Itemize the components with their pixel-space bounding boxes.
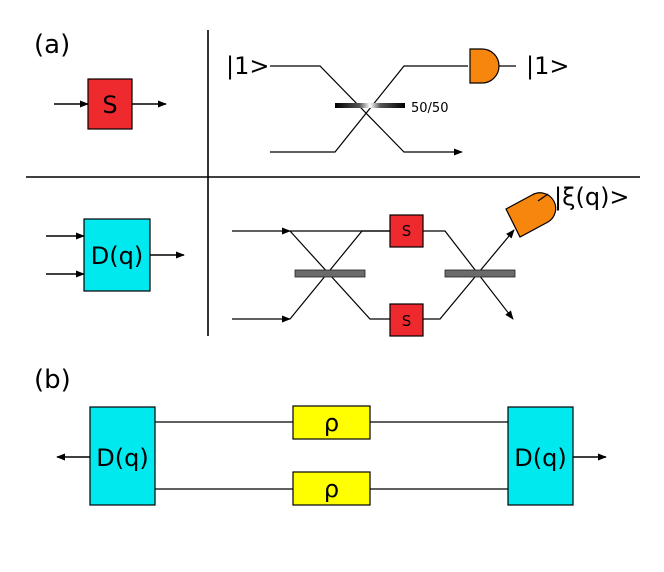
- d-box-right: [507, 406, 574, 506]
- d-box-element: D(q): [46, 218, 185, 292]
- hom-input-state: |1>: [226, 52, 269, 80]
- panel-b-circuit: D(q) D(q) ρ ρ: [56, 405, 607, 506]
- hom-detector: [469, 48, 500, 84]
- panel-b-label: (b): [34, 365, 71, 395]
- s-box: [87, 78, 133, 130]
- mz-beam-splitter-1: [294, 269, 366, 278]
- rho-box-top-label: ρ: [324, 409, 339, 437]
- d-box-left-label: D(q): [96, 444, 148, 472]
- phase-box-top: [389, 214, 424, 248]
- mz-cross-1a: [289, 230, 390, 320]
- s-box-element: S: [54, 78, 167, 130]
- rho-box-top: [292, 405, 371, 440]
- hom-input-path-top: [270, 65, 463, 156]
- panel-a-label: (a): [34, 30, 70, 60]
- hom-setup: |1> 50/50 |1>: [226, 48, 569, 156]
- mz-path-bottom-out: [423, 229, 515, 320]
- interferometer: S S |ξ(q)>: [232, 183, 630, 337]
- mz-beam-splitter-2: [444, 269, 516, 278]
- phase-box-bottom: [389, 303, 424, 337]
- hom-output-state: |1>: [526, 52, 569, 80]
- d-box-label: D(q): [91, 242, 143, 270]
- mz-detector: [505, 192, 557, 238]
- hom-beam-splitter: [335, 103, 405, 108]
- phase-box-bottom-label: S: [402, 312, 412, 330]
- rho-box-bottom-label: ρ: [324, 475, 339, 503]
- mz-path-top-out: [423, 230, 514, 320]
- s-box-label: S: [102, 91, 117, 119]
- d-box-left: [89, 406, 156, 506]
- d-box: [83, 218, 151, 292]
- mz-cross-1b: [289, 230, 390, 320]
- d-box-right-label: D(q): [514, 444, 566, 472]
- phase-box-top-label: S: [402, 222, 412, 240]
- hom-splitter-label: 50/50: [411, 101, 448, 116]
- rho-box-bottom: [292, 471, 371, 506]
- hom-input-path-bottom: [270, 65, 468, 153]
- mz-output-state: |ξ(q)>: [554, 183, 630, 211]
